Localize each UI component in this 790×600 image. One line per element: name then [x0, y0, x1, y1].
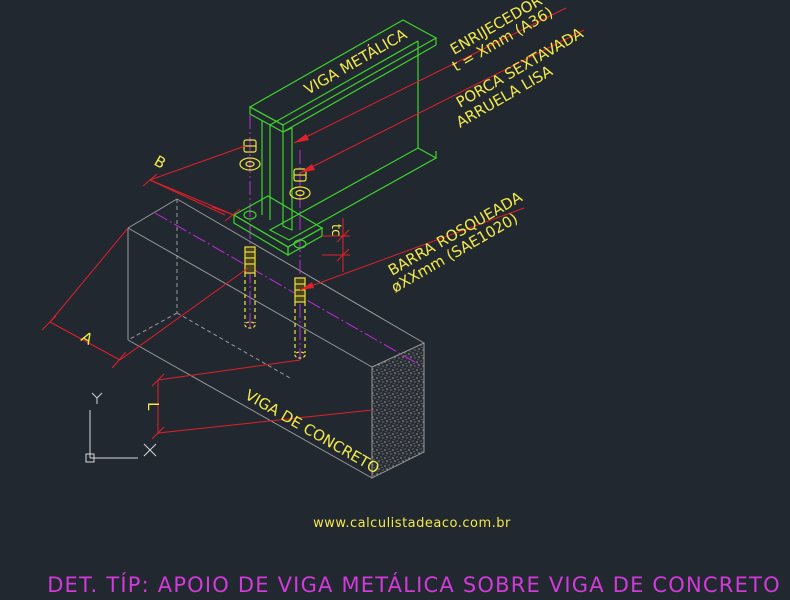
dimension-l-label: L [144, 402, 162, 411]
dimension-l [151, 359, 373, 440]
concrete-beam [127, 198, 425, 479]
dimension-tc-label: tc [328, 224, 343, 236]
labels: VIGA METÁLICA ENRIJECEDOR t = Xmm (A36) … [78, 0, 587, 477]
website-url: www.calculistadeaco.com.br [313, 516, 511, 531]
threaded-rod-left [244, 246, 256, 329]
dimension-a [41, 227, 249, 369]
stiffener [282, 127, 293, 231]
dimension-b [142, 145, 246, 222]
ucs-icon [85, 392, 157, 463]
concrete-end-face [371, 342, 425, 479]
steel-beam [232, 19, 438, 257]
nut-washer-right [289, 168, 311, 200]
dimension-tc [322, 218, 350, 272]
dimension-b-label: B [151, 152, 169, 173]
leaders [41, 7, 585, 440]
drawing-title: DET. TÍP: APOIO DE VIGA METÁLICA SOBRE V… [47, 572, 781, 597]
centerlines [154, 115, 421, 366]
label-viga-concreto: VIGA DE CONCRETO [242, 386, 383, 478]
